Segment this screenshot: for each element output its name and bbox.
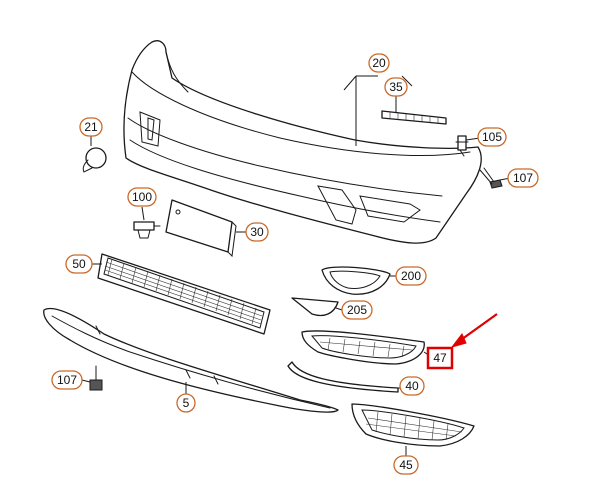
tow-eye-cap xyxy=(82,136,107,173)
clip-100 xyxy=(133,206,161,239)
callout-205: 205 xyxy=(341,300,373,320)
callout-20: 20 xyxy=(368,53,390,73)
svg-text:21: 21 xyxy=(84,120,98,134)
svg-text:5: 5 xyxy=(183,396,190,410)
leader-20b xyxy=(401,75,413,87)
highlight-box-47: 47 xyxy=(426,346,454,370)
callout-21: 21 xyxy=(79,117,103,137)
bumper-cover xyxy=(123,40,482,244)
svg-text:30: 30 xyxy=(250,225,264,239)
trim-strip-40 xyxy=(287,361,400,393)
front-spoiler xyxy=(43,308,339,413)
callout-30: 30 xyxy=(245,222,269,242)
grille-surround-47 xyxy=(301,330,431,365)
svg-text:45: 45 xyxy=(399,458,413,472)
svg-text:205: 205 xyxy=(347,303,367,317)
callout-100: 100 xyxy=(127,187,157,207)
callout-45: 45 xyxy=(393,455,419,475)
callout-40: 40 xyxy=(399,376,425,396)
grille-insert-45 xyxy=(351,403,475,456)
screw-107-upper xyxy=(479,167,511,189)
svg-text:100: 100 xyxy=(132,190,152,204)
svg-text:105: 105 xyxy=(482,130,502,144)
callout-107-lower: 107 xyxy=(51,370,83,390)
callout-50: 50 xyxy=(65,254,93,274)
clip-105 xyxy=(455,135,481,157)
svg-text:107: 107 xyxy=(513,171,533,185)
svg-text:200: 200 xyxy=(401,269,421,283)
callout-200: 200 xyxy=(395,266,427,286)
svg-text:50: 50 xyxy=(72,257,86,271)
screw-107-lower xyxy=(81,365,103,391)
fog-lamp-frame xyxy=(321,266,396,295)
callout-107-upper: 107 xyxy=(507,168,539,188)
callout-105: 105 xyxy=(477,127,507,147)
small-cover-205 xyxy=(291,297,343,317)
svg-text:20: 20 xyxy=(372,56,386,70)
license-plate-bracket xyxy=(165,199,246,258)
svg-text:40: 40 xyxy=(405,379,419,393)
svg-text:35: 35 xyxy=(389,80,403,94)
leader-20 xyxy=(343,75,378,146)
upper-trim-strip xyxy=(381,96,447,125)
lower-grille xyxy=(92,253,271,335)
callout-35: 35 xyxy=(384,77,408,97)
callout-5: 5 xyxy=(176,393,196,413)
svg-text:107: 107 xyxy=(57,373,77,387)
red-arrow-icon xyxy=(450,313,498,348)
svg-text:47: 47 xyxy=(433,351,447,365)
